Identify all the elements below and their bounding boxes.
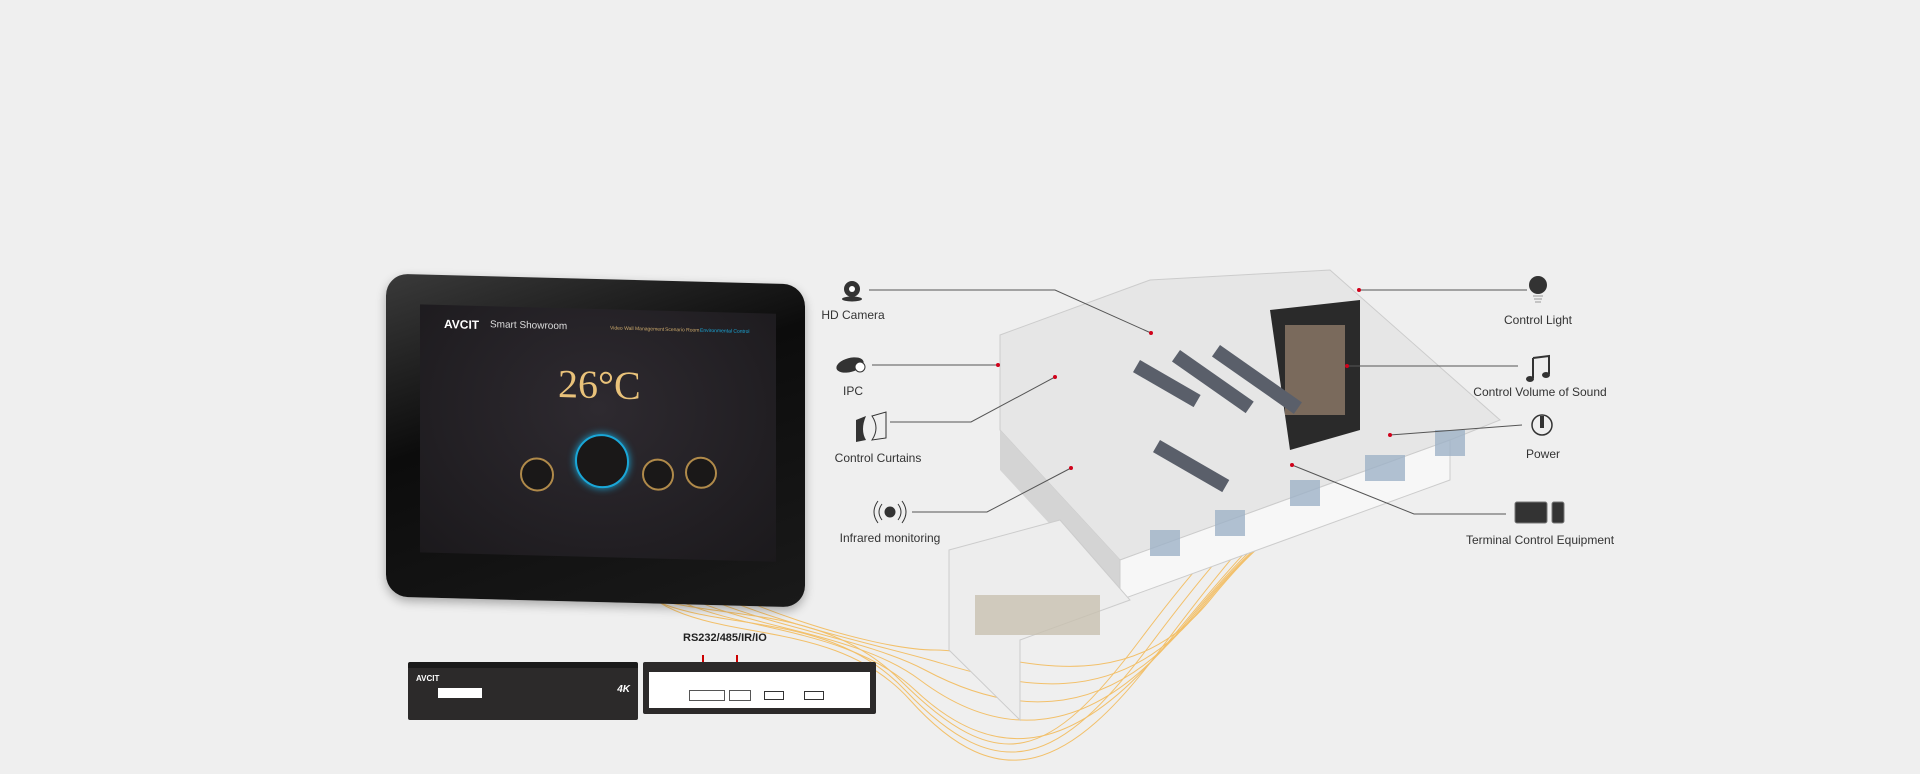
marker-dots: [996, 288, 1392, 470]
tablet-app-title: Smart Showroom: [490, 319, 568, 333]
tablet-fan-dial[interactable]: [575, 433, 629, 489]
control-curtains-label: Control Curtains: [834, 451, 922, 465]
tablet-nav-environment[interactable]: Environmental Control: [700, 327, 750, 336]
light-bulb-icon: [1529, 276, 1547, 303]
tablet-nav-video-wall[interactable]: Video Wall Management: [610, 325, 665, 333]
lan-port: [438, 688, 482, 698]
infrared-monitoring-label: Infrared monitoring: [839, 531, 941, 545]
security-camera-icon: [836, 357, 866, 373]
curtain-icon: [856, 411, 887, 442]
tablet-phone-icon: [1514, 501, 1565, 524]
serial-port-block: [689, 690, 725, 701]
music-note-icon: [1526, 354, 1550, 382]
4k-badge: 4K: [617, 684, 630, 695]
cables: [599, 479, 1341, 761]
power-icon: [1531, 414, 1553, 436]
tablet-scene-dial[interactable]: [685, 456, 717, 490]
tablet-device: AVCIT Smart Showroom Video Wall Manageme…: [386, 273, 805, 608]
hdmi-port: [764, 691, 784, 700]
control-volume-label: Control Volume of Sound: [1473, 385, 1607, 399]
connector-lines: [869, 289, 1527, 515]
tablet-screen: AVCIT Smart Showroom Video Wall Manageme…: [420, 304, 776, 562]
hd-camera-label: HD Camera: [821, 308, 885, 322]
tablet-brand-logo: AVCIT: [444, 317, 480, 332]
controller-box-front: AVCIT 4K: [408, 662, 638, 720]
terminal-control-label: Terminal Control Equipment: [1465, 533, 1615, 547]
tablet-mode-dial[interactable]: [642, 458, 674, 492]
hdmi-port: [804, 691, 824, 700]
ports-label: RS232/485/IR/IO: [683, 632, 767, 644]
power-label: Power: [1525, 447, 1561, 461]
tablet-temperature: 26°C: [558, 361, 641, 409]
tablet-nav-scenario[interactable]: Scenario Room: [665, 326, 700, 334]
box-brand-logo: AVCIT: [416, 674, 440, 683]
control-light-label: Control Light: [1503, 313, 1573, 327]
ipc-label: IPC: [842, 384, 864, 398]
io-port-block: [729, 690, 751, 701]
tablet-humidity-dial[interactable]: [520, 457, 554, 492]
infrared-sensor-icon: [873, 500, 907, 524]
building: [948, 269, 1501, 722]
controller-box-rear: [643, 662, 876, 714]
webcam-icon: [842, 281, 862, 302]
